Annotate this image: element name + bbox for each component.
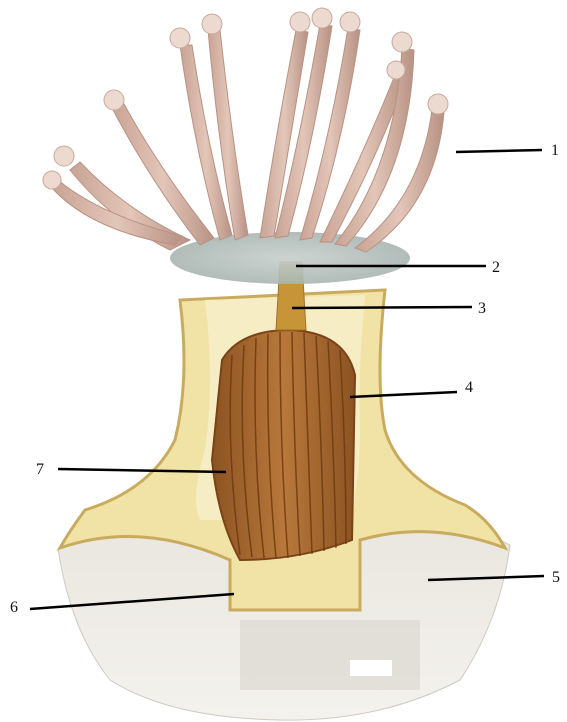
label-1: 1 (551, 142, 559, 159)
label-7: 7 (36, 461, 44, 478)
label-6: 6 (10, 599, 18, 616)
label-3: 3 (478, 300, 486, 317)
label-line-1 (456, 150, 542, 152)
gastric-cavity (212, 330, 355, 560)
label-4: 4 (465, 379, 473, 396)
label-2: 2 (492, 259, 500, 276)
label-line-3 (292, 307, 472, 308)
tentacles (52, 24, 444, 252)
label-5: 5 (552, 569, 560, 586)
